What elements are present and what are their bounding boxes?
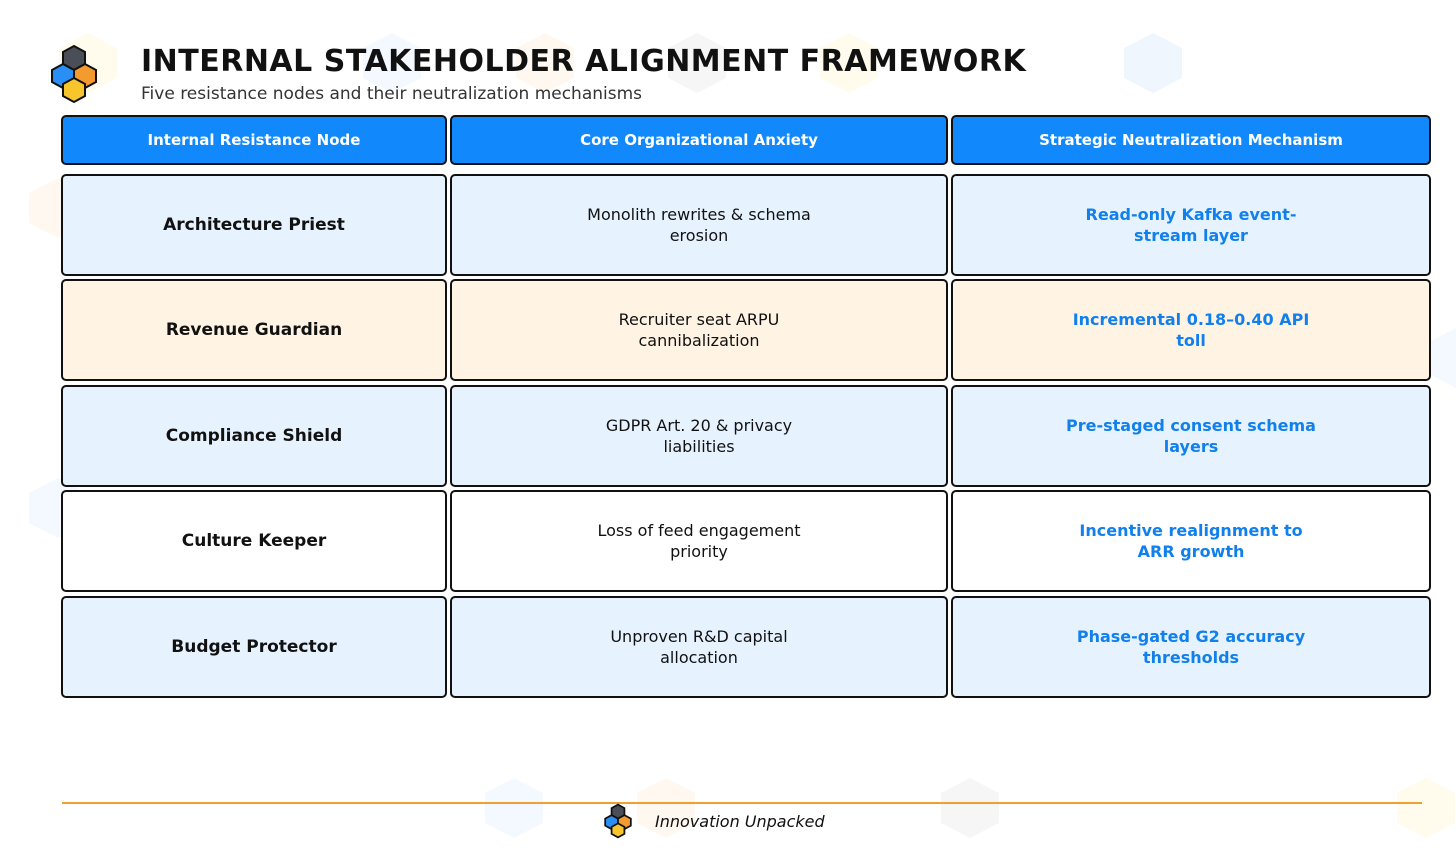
anxiety-text: Loss of feed engagement priority bbox=[597, 521, 801, 561]
footer-logo-icon bbox=[604, 803, 632, 839]
table-row-1-node: Revenue Guardian bbox=[61, 279, 447, 381]
table-row-3-anxiety: Loss of feed engagement priority bbox=[450, 490, 948, 592]
anxiety-text: Recruiter seat ARPU cannibalization bbox=[618, 310, 780, 350]
mechanism-text: Read-only Kafka event-stream layer bbox=[1085, 205, 1297, 245]
table-row-0-mechanism: Read-only Kafka event-stream layer bbox=[951, 174, 1431, 276]
table-row-4-node: Budget Protector bbox=[61, 596, 447, 698]
table-row-0-node: Architecture Priest bbox=[61, 174, 447, 276]
page-title: INTERNAL STAKEHOLDER ALIGNMENT FRAMEWORK bbox=[141, 44, 1027, 79]
footer-divider bbox=[62, 802, 1422, 804]
table-row-1-anxiety: Recruiter seat ARPU cannibalization bbox=[450, 279, 948, 381]
table-row-4-anxiety: Unproven R&D capital allocation bbox=[450, 596, 948, 698]
mechanism-text: Pre-staged consent schema layers bbox=[1066, 416, 1316, 456]
table-row-4-mechanism: Phase-gated G2 accuracy thresholds bbox=[951, 596, 1431, 698]
table-row-3-mechanism: Incentive realignment to ARR growth bbox=[951, 490, 1431, 592]
table-row-0-anxiety: Monolith rewrites & schema erosion bbox=[450, 174, 948, 276]
column-header-organizational-anxiety: Core Organizational Anxiety bbox=[450, 115, 948, 165]
mechanism-text: Incremental 0.18–0.40 API toll bbox=[1072, 310, 1310, 350]
mechanism-text: Incentive realignment to ARR growth bbox=[1079, 521, 1303, 561]
column-header-neutralization-mechanism: Strategic Neutralization Mechanism bbox=[951, 115, 1431, 165]
table-row-3-node: Culture Keeper bbox=[61, 490, 447, 592]
anxiety-text: Monolith rewrites & schema erosion bbox=[587, 205, 811, 245]
mechanism-text: Phase-gated G2 accuracy thresholds bbox=[1076, 627, 1306, 667]
table-row-2-mechanism: Pre-staged consent schema layers bbox=[951, 385, 1431, 487]
table-row-2-anxiety: GDPR Art. 20 & privacy liabilities bbox=[450, 385, 948, 487]
anxiety-text: Unproven R&D capital allocation bbox=[610, 627, 788, 667]
column-header-resistance-node: Internal Resistance Node bbox=[61, 115, 447, 165]
table-row-2-node: Compliance Shield bbox=[61, 385, 447, 487]
footer-brand: Innovation Unpacked bbox=[655, 812, 825, 831]
anxiety-text: GDPR Art. 20 & privacy liabilities bbox=[605, 416, 793, 456]
table-row-1-mechanism: Incremental 0.18–0.40 API toll bbox=[951, 279, 1431, 381]
page-subtitle: Five resistance nodes and their neutrali… bbox=[141, 84, 643, 104]
brand-logo-icon bbox=[51, 44, 97, 104]
